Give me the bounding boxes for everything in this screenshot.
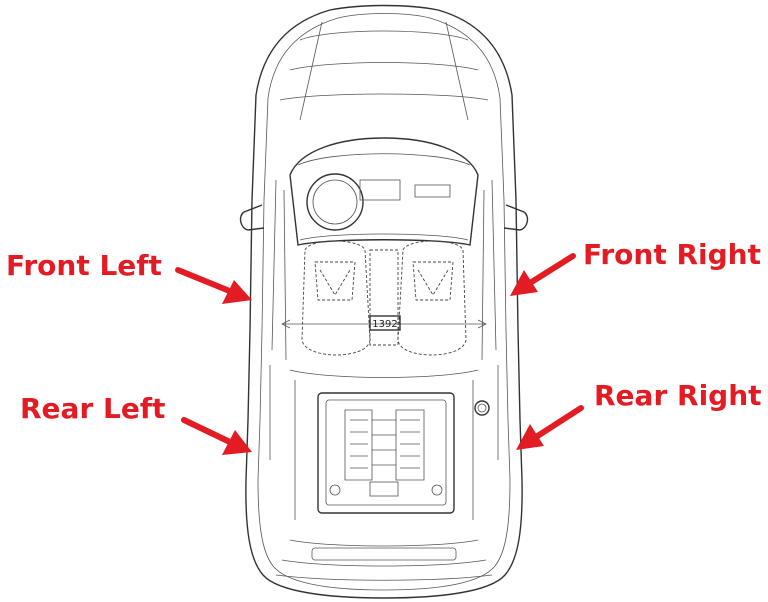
label-rear-left: Rear Left <box>20 392 165 425</box>
right-mirror <box>503 204 529 231</box>
arrow-rear-right <box>516 405 584 450</box>
label-front-right: Front Right <box>583 238 761 271</box>
width-dimension-value: 1392 <box>372 319 397 330</box>
arrows <box>175 253 584 455</box>
label-front-left: Front Left <box>6 249 162 282</box>
right-seat <box>397 240 467 356</box>
left-seat <box>301 240 371 356</box>
left-mirror <box>239 204 265 231</box>
arrow-front-right <box>510 253 576 296</box>
car-outline: 1392 <box>239 4 529 599</box>
windshield <box>289 137 479 246</box>
arrow-rear-left <box>181 417 252 455</box>
car-body <box>245 4 523 599</box>
engine-bay <box>317 392 455 514</box>
arrow-front-left <box>175 267 252 304</box>
label-rear-right: Rear Right <box>594 379 762 412</box>
fuel-cap <box>474 400 490 416</box>
steering-wheel <box>306 173 364 231</box>
